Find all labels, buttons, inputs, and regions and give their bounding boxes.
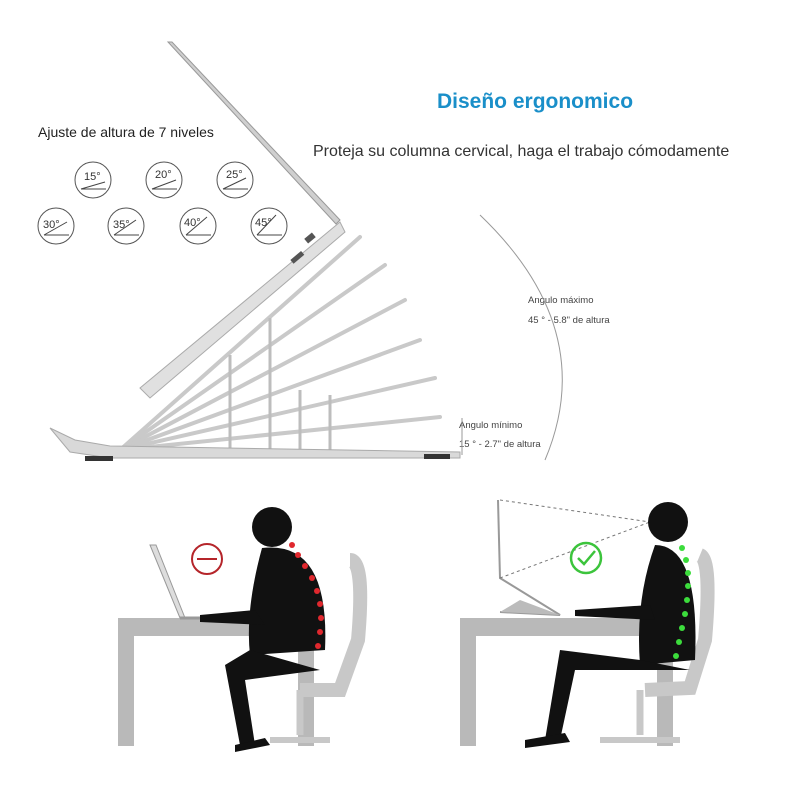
chair	[644, 548, 715, 697]
sightline	[499, 499, 651, 523]
no-entry-icon	[191, 543, 223, 575]
angle-label: 25°	[226, 169, 243, 181]
levels-heading: Ajuste de altura de 7 niveles	[38, 124, 214, 140]
max-angle-label: Angulo máximo	[528, 295, 594, 306]
desk-top	[460, 618, 675, 636]
angle-label: 30°	[43, 219, 60, 231]
laptop-flat	[149, 544, 186, 619]
laptop-raised	[497, 499, 561, 616]
stand-base	[49, 427, 461, 461]
angle-label: 45°	[255, 217, 272, 229]
angle-badge-30: 30°	[36, 206, 76, 246]
sightline	[499, 521, 651, 579]
chair	[300, 553, 368, 697]
good-posture-scene	[460, 499, 715, 748]
angle-arc	[479, 214, 563, 461]
angle-label: 15°	[84, 171, 101, 183]
angle-badge-40: 40°	[178, 206, 218, 246]
max-angle-value: 45 ° - 5.8" de altura	[528, 315, 610, 326]
check-circle-icon	[569, 541, 603, 575]
angle-badge-15: 15°	[73, 160, 113, 200]
angle-label: 20°	[155, 169, 172, 181]
desk-leg	[118, 636, 134, 746]
angle-label: 40°	[184, 217, 201, 229]
laptop-stand-icon	[118, 235, 442, 452]
min-angle-value: 15 ° - 2.7" de altura	[459, 439, 541, 450]
angle-badge-20: 20°	[144, 160, 184, 200]
stand-supports	[228, 318, 332, 450]
page-title: Diseño ergonomico	[437, 90, 634, 113]
desk-leg	[460, 636, 476, 746]
angle-badge-25: 25°	[215, 160, 255, 200]
min-angle-label: Angulo mínimo	[459, 420, 523, 431]
angle-badge-45: 45°	[249, 206, 289, 246]
angle-badge-35: 35°	[106, 206, 146, 246]
page-subtitle: Proteja su columna cervical, haga el tra…	[313, 143, 730, 160]
laptop-icon	[139, 41, 346, 399]
bad-posture-scene	[118, 507, 368, 752]
angle-label: 35°	[113, 219, 130, 231]
